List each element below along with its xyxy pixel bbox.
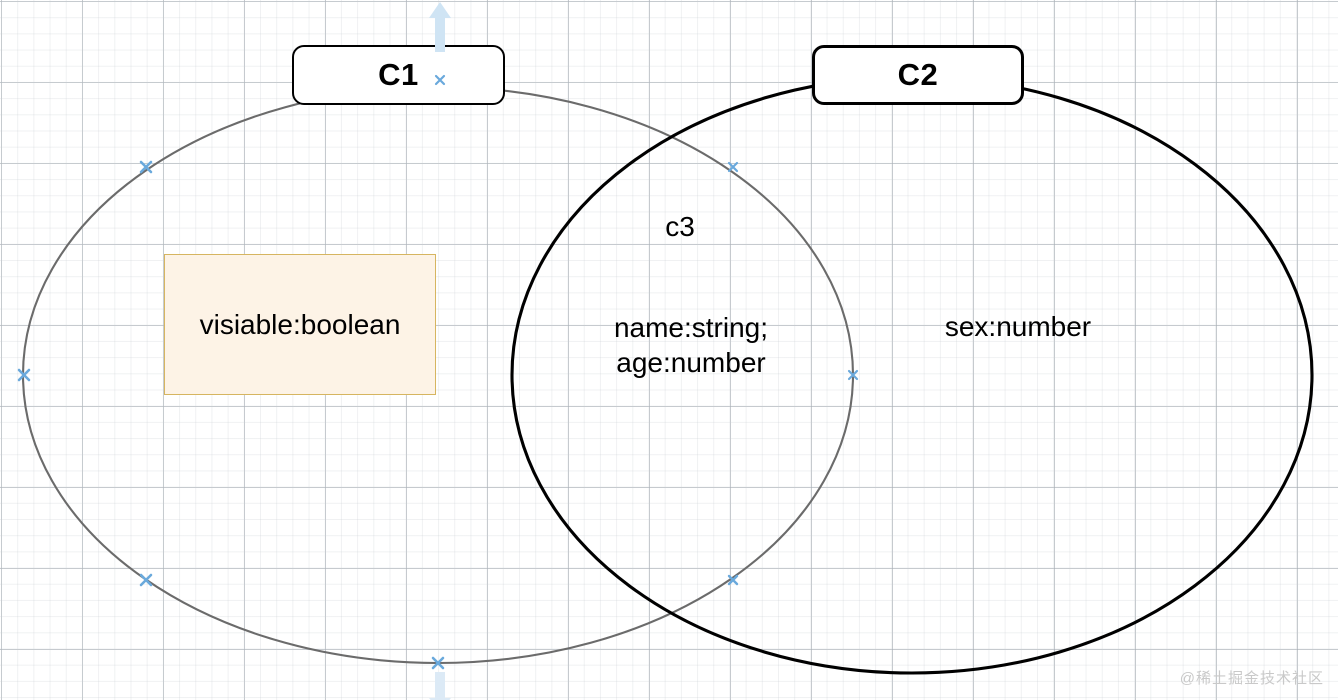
label-box-c2-text: C2 xyxy=(897,57,939,92)
right-members-label: sex:number xyxy=(944,311,1092,342)
note-box-label: visiable:boolean xyxy=(199,308,401,340)
resize-handle-top[interactable] xyxy=(431,71,449,89)
label-box-c2[interactable]: C2 xyxy=(812,45,1024,105)
resize-handle-bottom[interactable] xyxy=(429,654,447,672)
resize-handle-left[interactable] xyxy=(15,366,33,384)
resize-handle-bottom-left[interactable] xyxy=(137,571,155,589)
resize-handle-right[interactable] xyxy=(844,366,862,384)
resize-handle-top-left[interactable] xyxy=(137,158,155,176)
scroll-up-arrow-icon[interactable] xyxy=(427,0,453,57)
watermark: @稀土掘金技术社区 xyxy=(1179,670,1324,687)
resize-handle-bottom-right[interactable] xyxy=(724,571,742,589)
intersection-name-label: c3 xyxy=(665,211,695,242)
label-box-c1-text: C1 xyxy=(378,57,419,92)
resize-handle-top-right[interactable] xyxy=(724,158,742,176)
note-box-visiable[interactable]: visiable:boolean xyxy=(164,254,436,395)
scroll-down-arrow-icon[interactable] xyxy=(427,672,453,700)
intersection-members-label: name:string; age:number xyxy=(613,312,769,379)
label-box-c1[interactable]: C1 xyxy=(292,45,505,105)
